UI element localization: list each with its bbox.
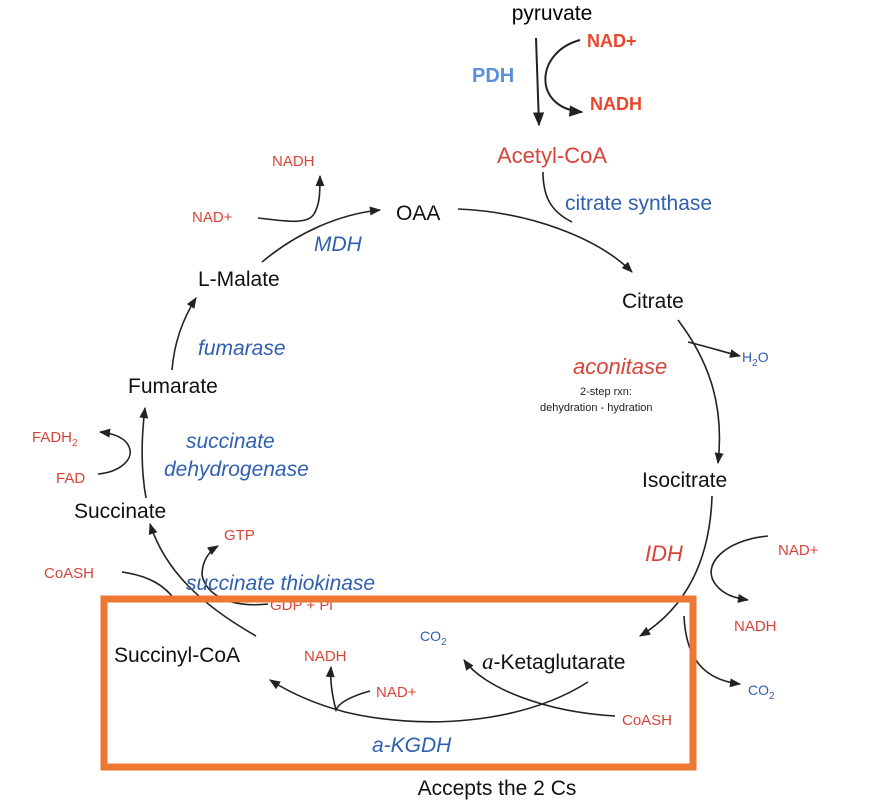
oaa-label: OAA	[396, 202, 440, 225]
succinate-label: Succinate	[74, 500, 166, 523]
fumarate-to-malate-arc	[171, 297, 197, 371]
succinyl-coa-label: Succinyl-CoA	[114, 644, 240, 667]
pdh-cofactor-arc	[544, 39, 584, 117]
succinylcoa-to-succinate-arc	[148, 522, 257, 637]
citrate-synthase-label: citrate synthase	[565, 192, 712, 215]
idh-nad-arc	[710, 535, 769, 603]
akgdh-label: a-KGDH	[372, 734, 452, 757]
h2o-release-arrow	[687, 341, 742, 358]
idh-co2-arrow	[683, 615, 742, 688]
sdh-label-line2: dehydrogenase	[164, 458, 309, 481]
sdh-fadh2-label: FADH2	[32, 429, 78, 449]
mdh-label: MDH	[314, 233, 363, 256]
acetyl-coa-label: Acetyl-CoA	[497, 143, 607, 168]
pdh-nadh-label: NADH	[590, 94, 642, 114]
akgdh-nad-label: NAD+	[376, 684, 417, 701]
l-malate-label: L-Malate	[198, 268, 280, 291]
aconitase-note-line1: 2-step rxn:	[580, 386, 632, 398]
sdh-fad-label: FAD	[56, 470, 85, 487]
st-coash-label: CoASH	[44, 565, 94, 582]
isocitrate-to-akg-arc	[639, 495, 713, 637]
sdh-label-line1: succinate	[186, 430, 275, 453]
akgdh-coash-label: CoASH	[622, 712, 672, 729]
akgdh-nadh-label: NADH	[304, 648, 347, 665]
idh-label: IDH	[645, 541, 683, 566]
isocitrate-label: Isocitrate	[642, 469, 727, 492]
mdh-nadh-label: NADH	[272, 153, 315, 170]
akgdh-co2-label: CO2	[420, 628, 447, 648]
akg-label: a-Ketaglutarate	[482, 649, 625, 674]
idh-nad-label: NAD+	[778, 542, 819, 559]
pyruvate-label: pyruvate	[512, 2, 593, 25]
oaa-to-citrate-arc	[457, 208, 633, 273]
aconitase-note-line2: dehydration - hydration	[540, 402, 653, 414]
citrate-to-isocitrate-arc	[677, 319, 724, 465]
malate-to-oaa-arc	[261, 206, 382, 263]
mdh-nad-label: NAD+	[192, 209, 233, 226]
st-gtp-label: GTP	[224, 527, 255, 544]
idh-co2-label: CO2	[748, 682, 775, 702]
highlight-caption: Accepts the 2 Cs	[418, 777, 577, 800]
highlight-box	[100, 595, 697, 771]
succinate-to-fumarate-arc	[139, 406, 149, 499]
sdh-fad-arc	[97, 428, 131, 475]
acetylcoa-join-arrow	[542, 171, 573, 223]
akg-to-succinylcoa-arc	[269, 679, 589, 723]
mdh-nad-arc	[257, 174, 325, 223]
h2o-label: H2O	[742, 349, 769, 369]
st-gtp-arc	[201, 545, 269, 606]
pyruvate-to-acetylcoa-arrow	[532, 37, 545, 127]
pdh-nad-label: NAD+	[587, 31, 637, 51]
aconitase-label: aconitase	[573, 354, 667, 379]
pdh-label: PDH	[472, 65, 514, 87]
citrate-label: Citrate	[622, 290, 684, 313]
idh-nadh-label: NADH	[734, 618, 777, 635]
akgdh-coash-arc	[463, 659, 616, 717]
fumarate-label: Fumarate	[128, 375, 218, 398]
akgdh-nad-arc	[325, 665, 371, 713]
succinate-thiokinase-label: succinate thiokinase	[186, 572, 375, 595]
fumarase-label: fumarase	[198, 337, 286, 360]
